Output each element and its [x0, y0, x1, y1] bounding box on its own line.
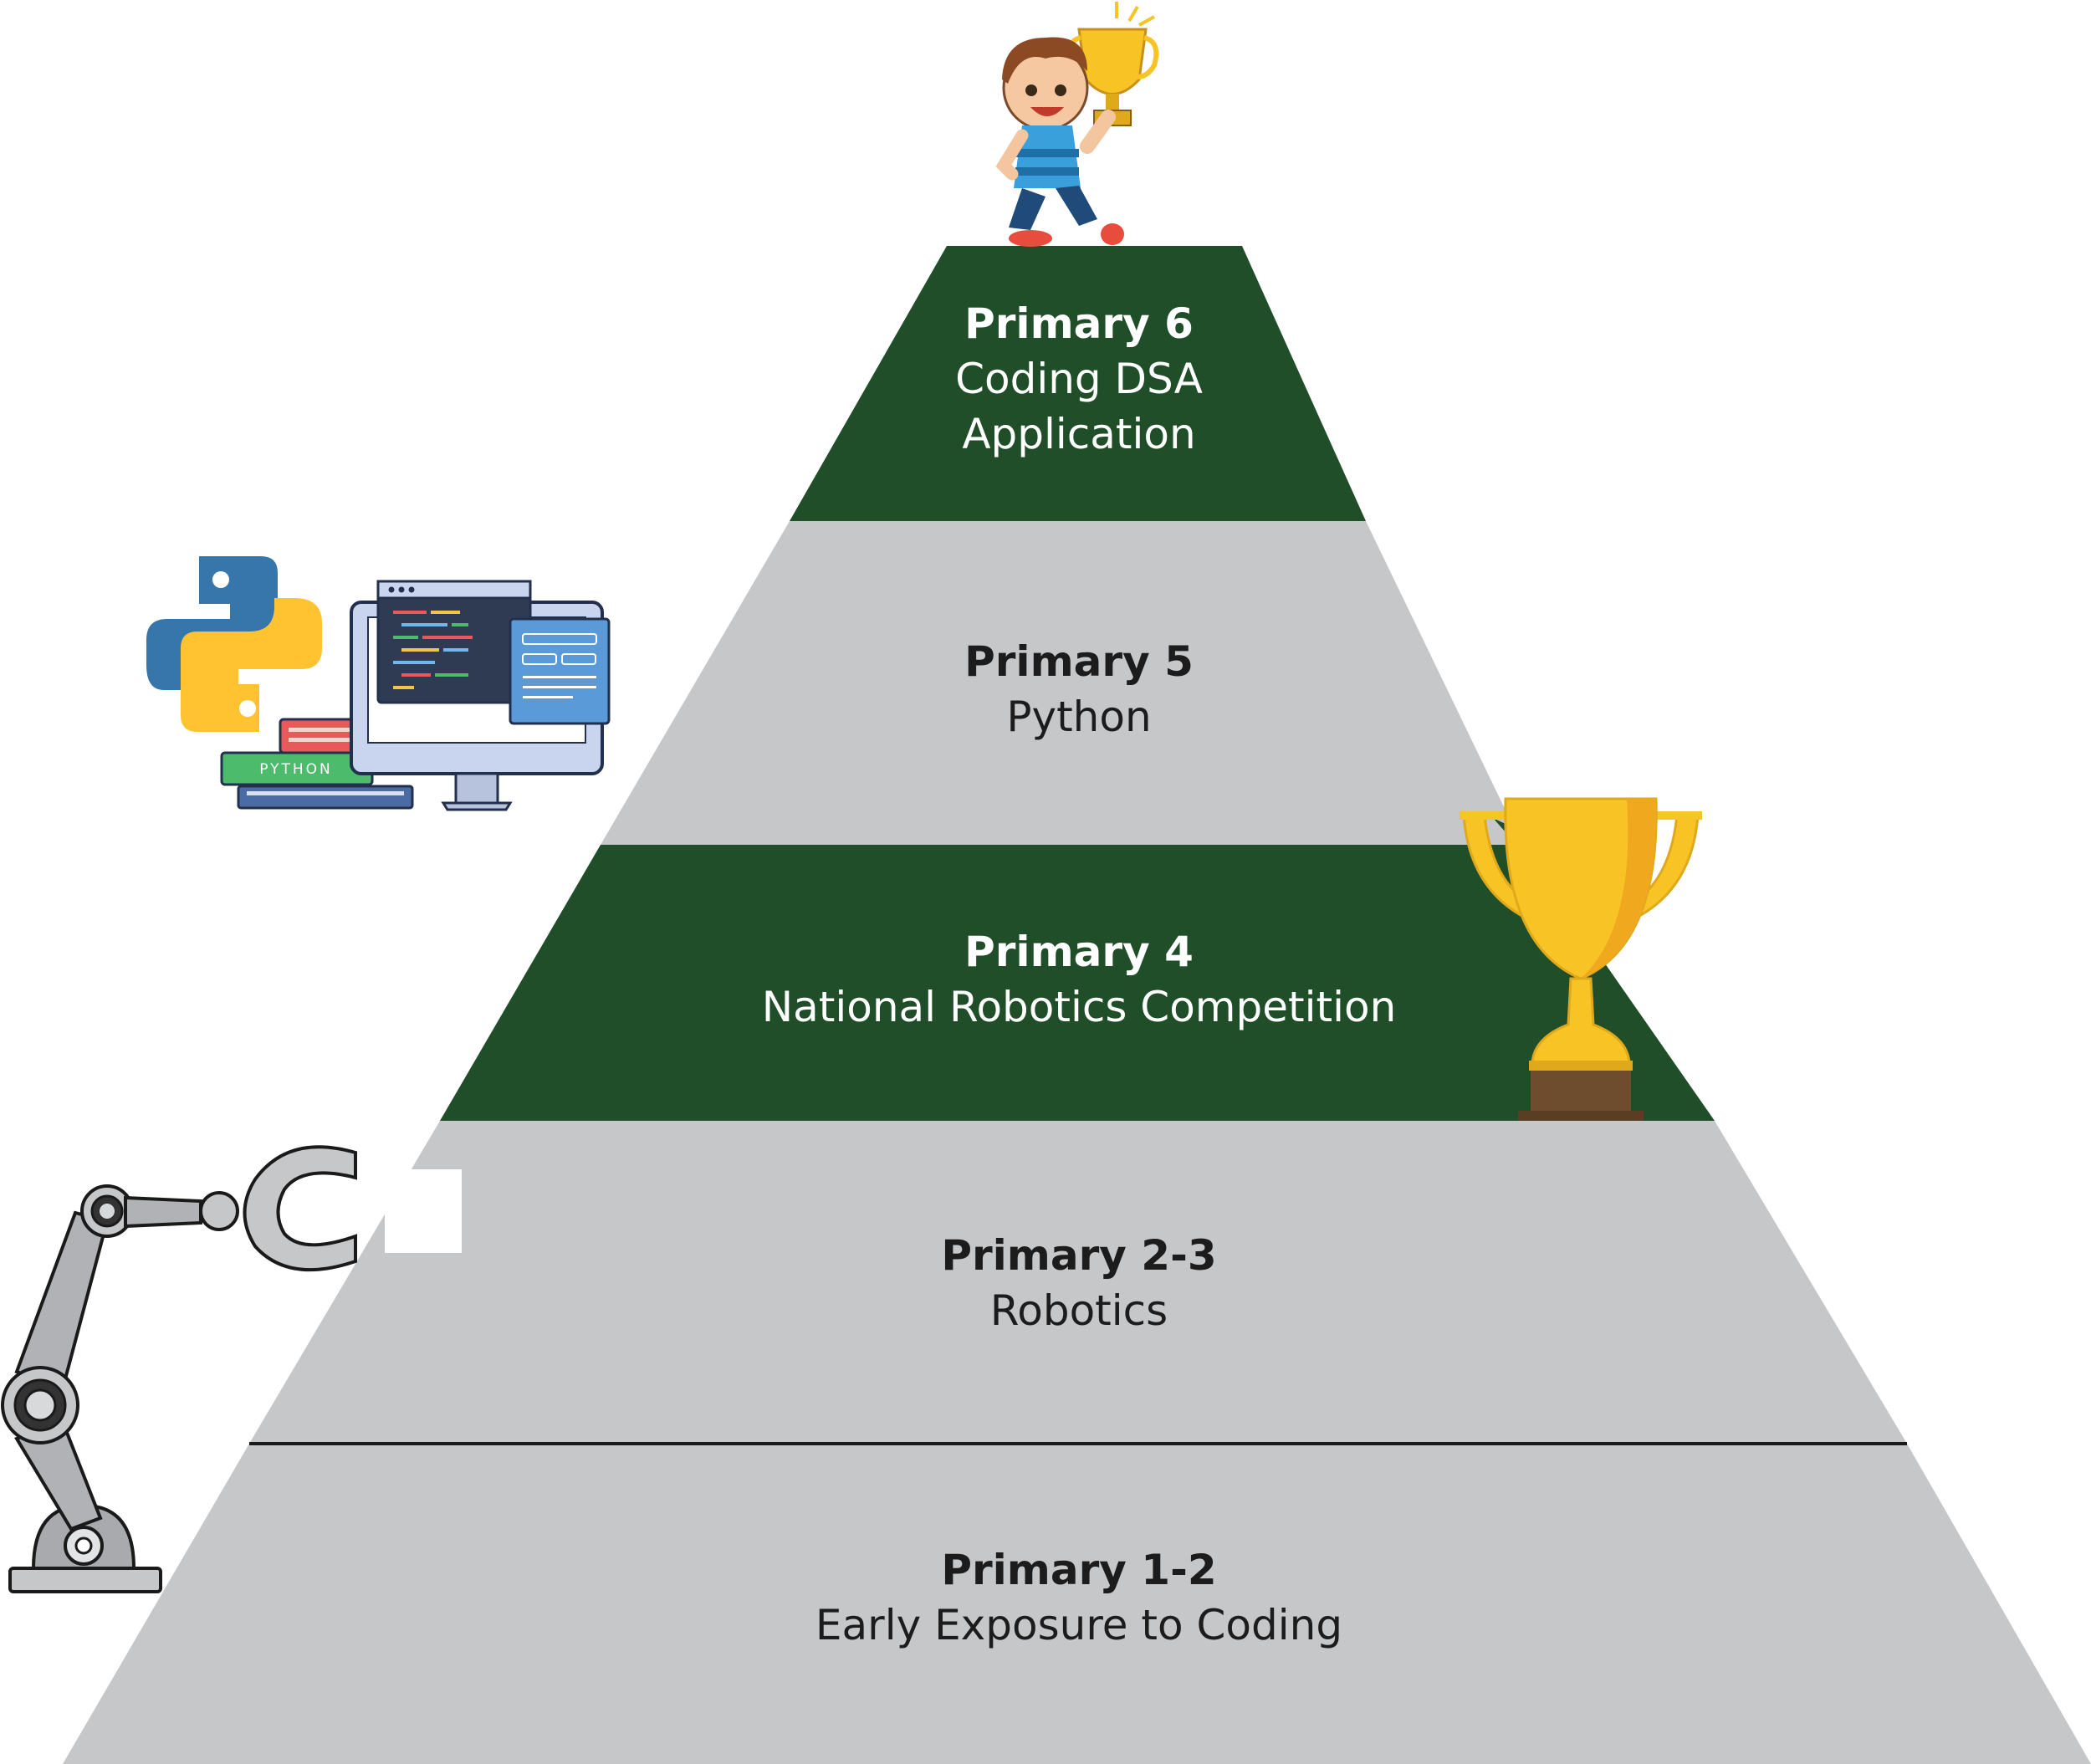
- python-logo-icon: [146, 556, 322, 732]
- tier-primary-5: Primary 5 Python: [0, 634, 2091, 744]
- tier-title: Primary 4: [964, 928, 1194, 976]
- tier-primary-2-3: Primary 2-3 Robotics: [0, 1228, 2091, 1338]
- kid-with-trophy-icon: [995, 2, 1159, 247]
- robot-arm-icon: [1, 1145, 462, 1593]
- tier-description-line: National Robotics Competition: [761, 983, 1397, 1031]
- tier-title: Primary 1-2: [941, 1546, 1217, 1594]
- tier-band-primary-1-2: [63, 1444, 2091, 1764]
- tier-description-line: Robotics: [989, 1286, 1168, 1335]
- tier-description-line: Application: [962, 410, 1196, 458]
- tier-description-line: Early Exposure to Coding: [815, 1601, 1343, 1649]
- tier-band-primary-6: [790, 246, 1366, 521]
- books-icon: PYTHON: [220, 718, 416, 810]
- tier-primary-4: Primary 4 National Robotics Competition: [0, 924, 2091, 1035]
- tier-title: Primary 6: [964, 299, 1194, 348]
- python-book-label: PYTHON: [259, 761, 333, 778]
- tier-band-primary-2-3: [249, 1121, 1907, 1444]
- tier-primary-1-2: Primary 1-2 Early Exposure to Coding: [0, 1542, 2091, 1653]
- tier-primary-6: Primary 6 Coding DSA Application: [0, 296, 2091, 462]
- tier-description-line: Coding DSA: [955, 355, 1203, 403]
- tier-title: Primary 5: [964, 637, 1194, 686]
- tier-band-primary-4: [440, 845, 1715, 1121]
- computer-code-icon: [350, 580, 611, 811]
- tier-band-primary-5: [601, 521, 1522, 845]
- tier-description-line: Python: [1006, 693, 1152, 741]
- trophy-icon: [1460, 797, 1702, 1121]
- tier-title: Primary 2-3: [941, 1231, 1217, 1280]
